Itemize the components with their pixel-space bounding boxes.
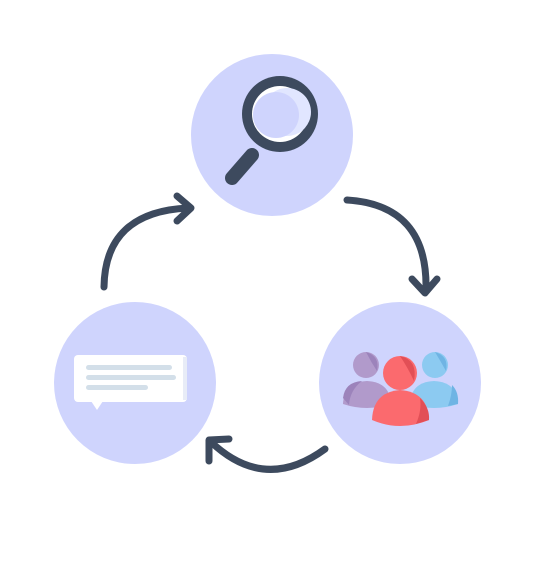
- person-right-icon: [410, 352, 459, 408]
- arrow-message-to-search: [100, 192, 195, 291]
- node-message: [54, 302, 216, 464]
- magnifying-glass-icon: [225, 76, 318, 185]
- user-group-icon: [343, 352, 459, 426]
- node-search: [191, 54, 353, 216]
- node-people: [319, 302, 481, 464]
- person-center-icon: [372, 356, 430, 426]
- chat-bubble-icon: [74, 355, 187, 410]
- arrow-search-to-people: [343, 196, 441, 297]
- arrow-people-to-message: [205, 435, 329, 473]
